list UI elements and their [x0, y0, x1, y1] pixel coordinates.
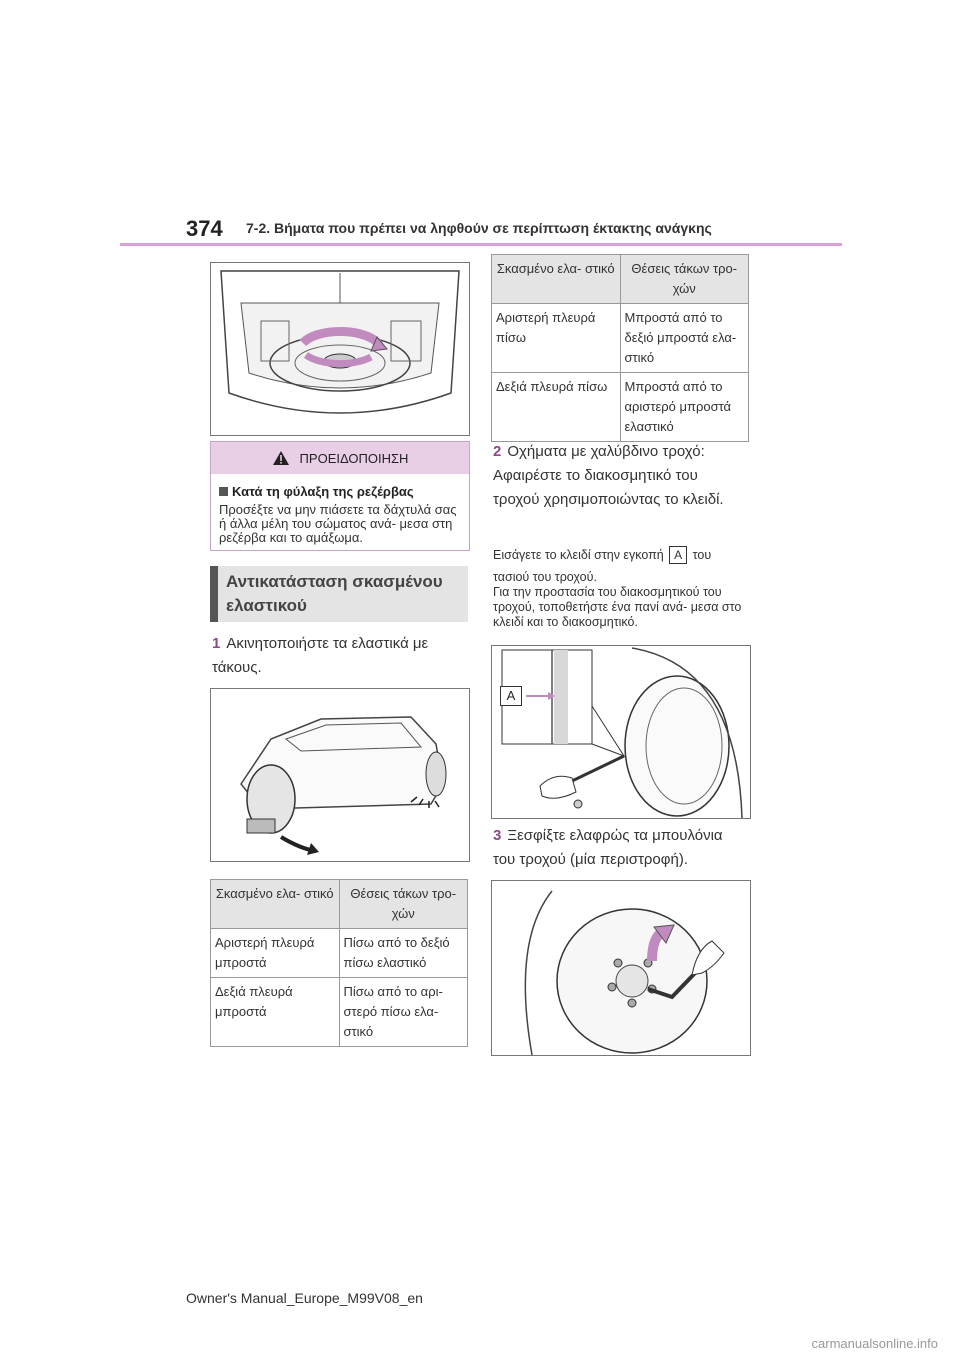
wheel-ornament-removal-illustration: [491, 645, 751, 819]
table-cell: Αριστερή πλευρά πίσω: [491, 303, 621, 373]
column-header: Σκασμένο ελα- στικό: [491, 254, 621, 304]
warning-header: ΠΡΟΕΙΔΟΠΟΙΗΣΗ: [211, 442, 469, 474]
table-row: Δεξιά πλευρά μπροστά Πίσω από το αρι- στ…: [210, 977, 468, 1047]
table-cell: Μπροστά από το δεξιό μπροστά ελα- στικό: [619, 303, 749, 373]
square-bullet-icon: [219, 487, 228, 496]
warning-text: Προσέξτε να μην πιάσετε τα δάχτυλά σας ή…: [219, 502, 457, 545]
note-line-3: Για την προστασία του διακοσμητικού του …: [493, 585, 742, 629]
table-cell: Πίσω από το δεξιό πίσω ελαστικό: [338, 928, 468, 978]
warning-triangle-icon: [272, 451, 289, 465]
table-row: Αριστερή πλευρά μπροστά Πίσω από το δεξι…: [210, 928, 468, 978]
loosen-wheel-nuts-illustration: [491, 880, 751, 1056]
table-cell: Μπροστά από το αριστερό μπροστά ελαστικό: [619, 372, 749, 442]
step-number: 3: [493, 827, 502, 844]
wheel-chock-illustration: [210, 688, 470, 862]
table-header-row: Σκασμένο ελα- στικό Θέσεις τάκων τρο- χώ…: [491, 254, 749, 304]
chock-positions-table-rear: Σκασμένο ελα- στικό Θέσεις τάκων τρο- χώ…: [491, 254, 749, 442]
section-heading: Αντικατάσταση σκασμένου ελαστικού: [210, 566, 468, 622]
warning-subtitle: Κατά τη φύλαξη της ρεζέρβας: [219, 484, 461, 499]
table-row: Αριστερή πλευρά πίσω Μπροστά από το δεξι…: [491, 303, 749, 373]
chock-positions-table-front: Σκασμένο ελα- στικό Θέσεις τάκων τρο- χώ…: [210, 879, 468, 1047]
step-text: Ξεσφίξτε ελαφρώς τα μπουλόνια του τροχού…: [493, 827, 723, 868]
callout-label-a: A: [500, 686, 522, 706]
trunk-spare-tire-illustration: [210, 262, 470, 436]
table-row: Δεξιά πλευρά πίσω Μπροστά από το αριστερ…: [491, 372, 749, 442]
step-number: 2: [493, 443, 502, 460]
column-header: Θέσεις τάκων τρο- χών: [619, 254, 749, 304]
column-header: Σκασμένο ελα- στικό: [210, 879, 340, 929]
warning-box: ΠΡΟΕΙΔΟΠΟΙΗΣΗ Κατά τη φύλαξη της ρεζέρβα…: [210, 441, 470, 551]
label-a-icon: A: [669, 546, 688, 564]
footer-manual-id: Owner's Manual_Europe_M99V08_en: [186, 1290, 423, 1306]
header-rule: [120, 243, 842, 246]
chapter-title: 7-2. Βήματα που πρέπει να ληφθούν σε περ…: [246, 220, 712, 236]
table-cell: Δεξιά πλευρά πίσω: [491, 372, 621, 442]
note-line-2: τασιού του τροχού.: [493, 570, 597, 584]
page-number: 374: [186, 216, 223, 241]
watermark: carmanualsonline.info: [811, 1336, 938, 1351]
step-2-note: Εισάγετε το κλειδί στην εγκοπή A του τασ…: [493, 546, 751, 630]
column-header: Θέσεις τάκων τρο- χών: [338, 879, 468, 929]
table-cell: Αριστερή πλευρά μπροστά: [210, 928, 340, 978]
table-header-row: Σκασμένο ελα- στικό Θέσεις τάκων τρο- χώ…: [210, 879, 468, 929]
step-number: 1: [212, 635, 221, 652]
step-text: Οχήματα με χαλύβδινο τροχό: Αφαιρέστε το…: [493, 443, 724, 508]
table-cell: Πίσω από το αρι- στερό πίσω ελα- στικό: [338, 977, 468, 1047]
warning-label: ΠΡΟΕΙΔΟΠΟΙΗΣΗ: [299, 450, 409, 466]
step-text: Ακινητοποιήστε τα ελαστικά με τάκους.: [212, 635, 429, 676]
section-title: Αντικατάσταση σκασμένου ελαστικού: [226, 572, 443, 615]
table-cell: Δεξιά πλευρά μπροστά: [210, 977, 340, 1047]
note-line-1: Εισάγετε το κλειδί στην εγκοπή A του: [493, 546, 712, 564]
